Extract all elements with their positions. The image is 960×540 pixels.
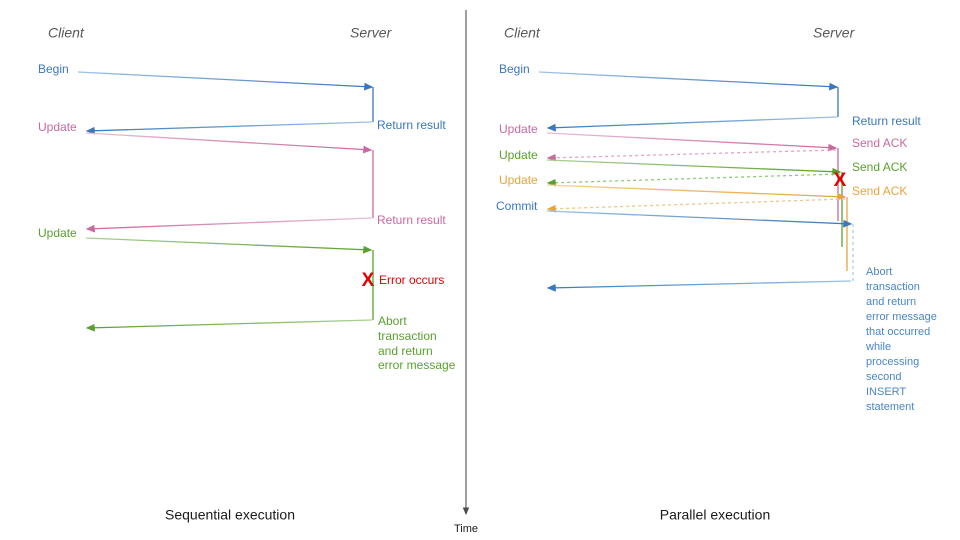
time-axis: Time bbox=[454, 10, 478, 535]
arrow-send-ack-3 bbox=[546, 198, 846, 213]
abort-text-line: error message bbox=[866, 311, 937, 323]
message-label-send-ack-3: Send ACK bbox=[852, 184, 907, 198]
arrow-abort bbox=[546, 280, 852, 292]
abort-text-line: while bbox=[865, 341, 891, 353]
message-label-return-result: Return result bbox=[852, 114, 921, 128]
arrow-abort bbox=[85, 319, 373, 332]
message-label-begin: Begin bbox=[38, 62, 69, 76]
panel-sequential: Client Server Begin Return result Update… bbox=[38, 25, 456, 523]
abort-text-line: transaction bbox=[866, 281, 920, 293]
abort-text-line: statement bbox=[866, 401, 914, 413]
message-label-send-ack-1: Send ACK bbox=[852, 136, 907, 150]
message-label-update-1: Update bbox=[499, 122, 538, 136]
time-axis-label: Time bbox=[454, 523, 478, 535]
message-label-update-3: Update bbox=[499, 173, 538, 187]
abort-text-line: Abort bbox=[866, 266, 892, 278]
lane-title-server: Server bbox=[350, 25, 393, 41]
arrow-begin bbox=[538, 71, 839, 91]
arrow-return-result-2 bbox=[85, 217, 373, 233]
panel-caption-parallel: Parallel execution bbox=[660, 507, 771, 523]
arrow-update-2 bbox=[85, 237, 373, 254]
abort-text-line: and return bbox=[866, 296, 916, 308]
arrow-update-1 bbox=[546, 132, 838, 152]
message-label-begin: Begin bbox=[499, 62, 530, 76]
abort-text-line: error message bbox=[378, 358, 456, 372]
abort-text-line: and return bbox=[378, 344, 433, 358]
message-label-update-1: Update bbox=[38, 120, 77, 134]
message-label-return-result-2: Return result bbox=[377, 213, 446, 227]
error-label: Error occurs bbox=[379, 273, 444, 287]
error-x-icon: X bbox=[834, 170, 847, 191]
arrow-update-2 bbox=[546, 159, 842, 176]
arrow-update-3 bbox=[546, 184, 847, 201]
lane-title-server: Server bbox=[813, 25, 856, 41]
abort-text-line: processing bbox=[866, 356, 919, 368]
panel-parallel: Client Server Begin Return result Update… bbox=[496, 25, 937, 523]
arrow-send-ack-2 bbox=[546, 173, 841, 187]
arrow-return-result bbox=[546, 116, 838, 132]
arrow-send-ack-1 bbox=[546, 149, 837, 162]
abort-text-line: INSERT bbox=[866, 386, 906, 398]
message-label-update-2: Update bbox=[499, 148, 538, 162]
error-x-icon: X bbox=[362, 270, 375, 291]
message-label-update-2: Update bbox=[38, 226, 77, 240]
abort-text-line: transaction bbox=[378, 329, 437, 343]
abort-text-line: second bbox=[866, 371, 901, 383]
message-label-return-result-1: Return result bbox=[377, 118, 446, 132]
abort-text-line: Abort bbox=[378, 314, 407, 328]
arrow-update-1 bbox=[85, 132, 373, 154]
arrow-begin bbox=[77, 71, 374, 91]
panel-caption-sequential: Sequential execution bbox=[165, 507, 295, 523]
lane-title-client: Client bbox=[48, 25, 85, 41]
lane-title-client: Client bbox=[504, 25, 541, 41]
message-label-commit: Commit bbox=[496, 199, 538, 213]
message-label-send-ack-2: Send ACK bbox=[852, 160, 907, 174]
abort-text-line: that occurred bbox=[866, 326, 930, 338]
arrow-return-result-1 bbox=[85, 121, 373, 135]
arrow-commit bbox=[546, 210, 853, 228]
